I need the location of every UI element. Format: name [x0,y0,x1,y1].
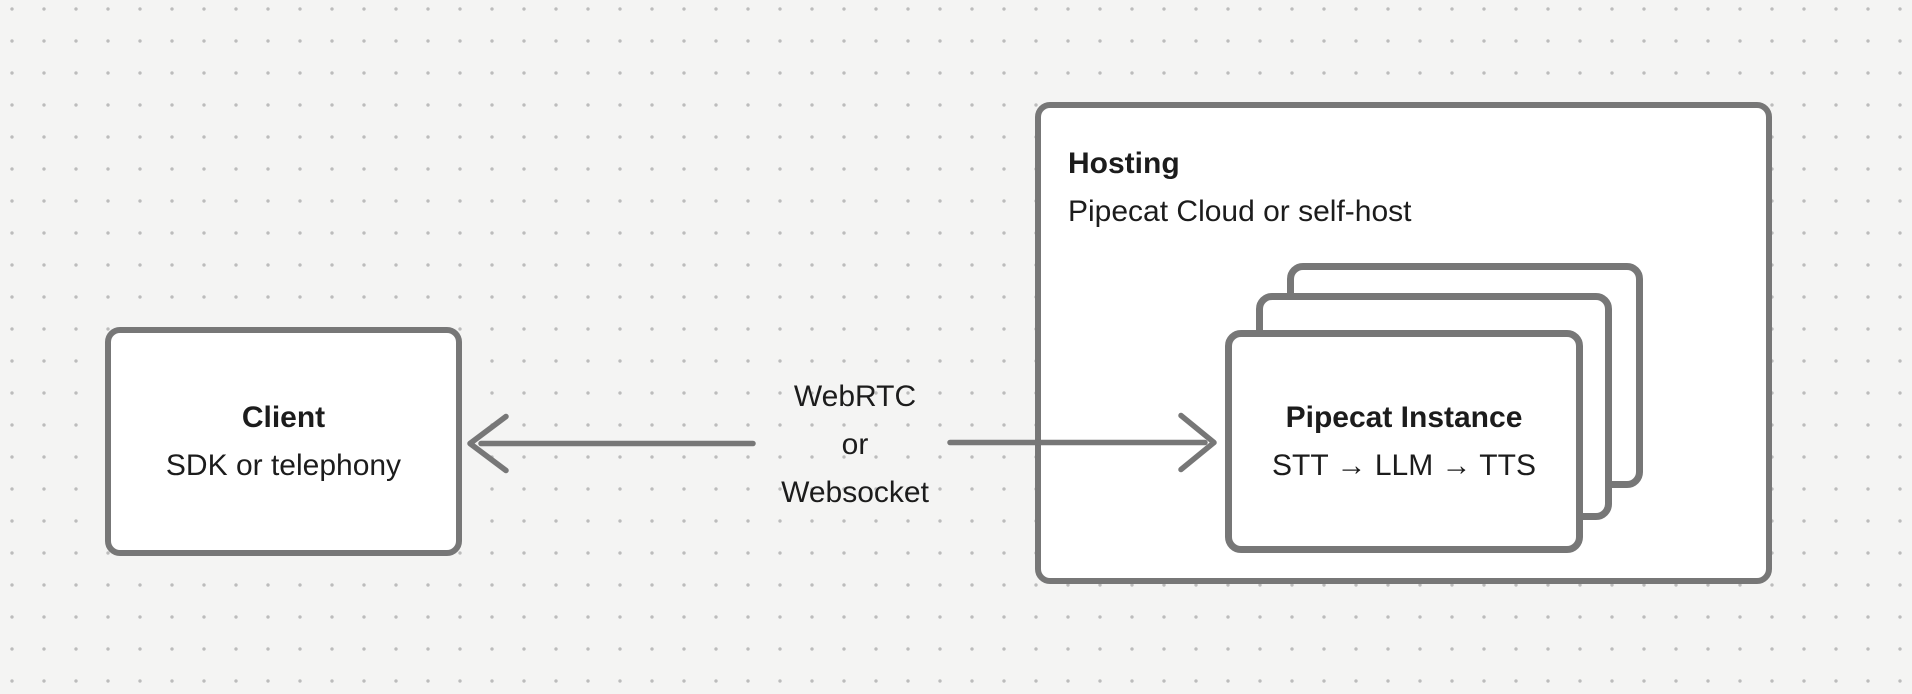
client-subtitle: SDK or telephony [165,448,402,482]
client-node: Client SDK or telephony [105,327,462,556]
pipecat-instance-card: Pipecat Instance STT → LLM → TTS [1225,330,1583,553]
pipecat-instance-title: Pipecat Instance [1285,400,1523,434]
transport-label: WebRTC or Websocket [700,373,1010,517]
hosting-header: Hosting Pipecat Cloud or self-host [1068,140,1412,236]
pipecat-instance-pipeline: STT → LLM → TTS [1272,448,1536,482]
hosting-subtitle: Pipecat Cloud or self-host [1068,195,1412,228]
client-title: Client [241,400,326,434]
transport-label-line1: WebRTC [793,380,917,413]
transport-label-line3: Websocket [781,476,929,509]
transport-label-line2: or [841,428,869,461]
hosting-title: Hosting [1068,147,1180,180]
